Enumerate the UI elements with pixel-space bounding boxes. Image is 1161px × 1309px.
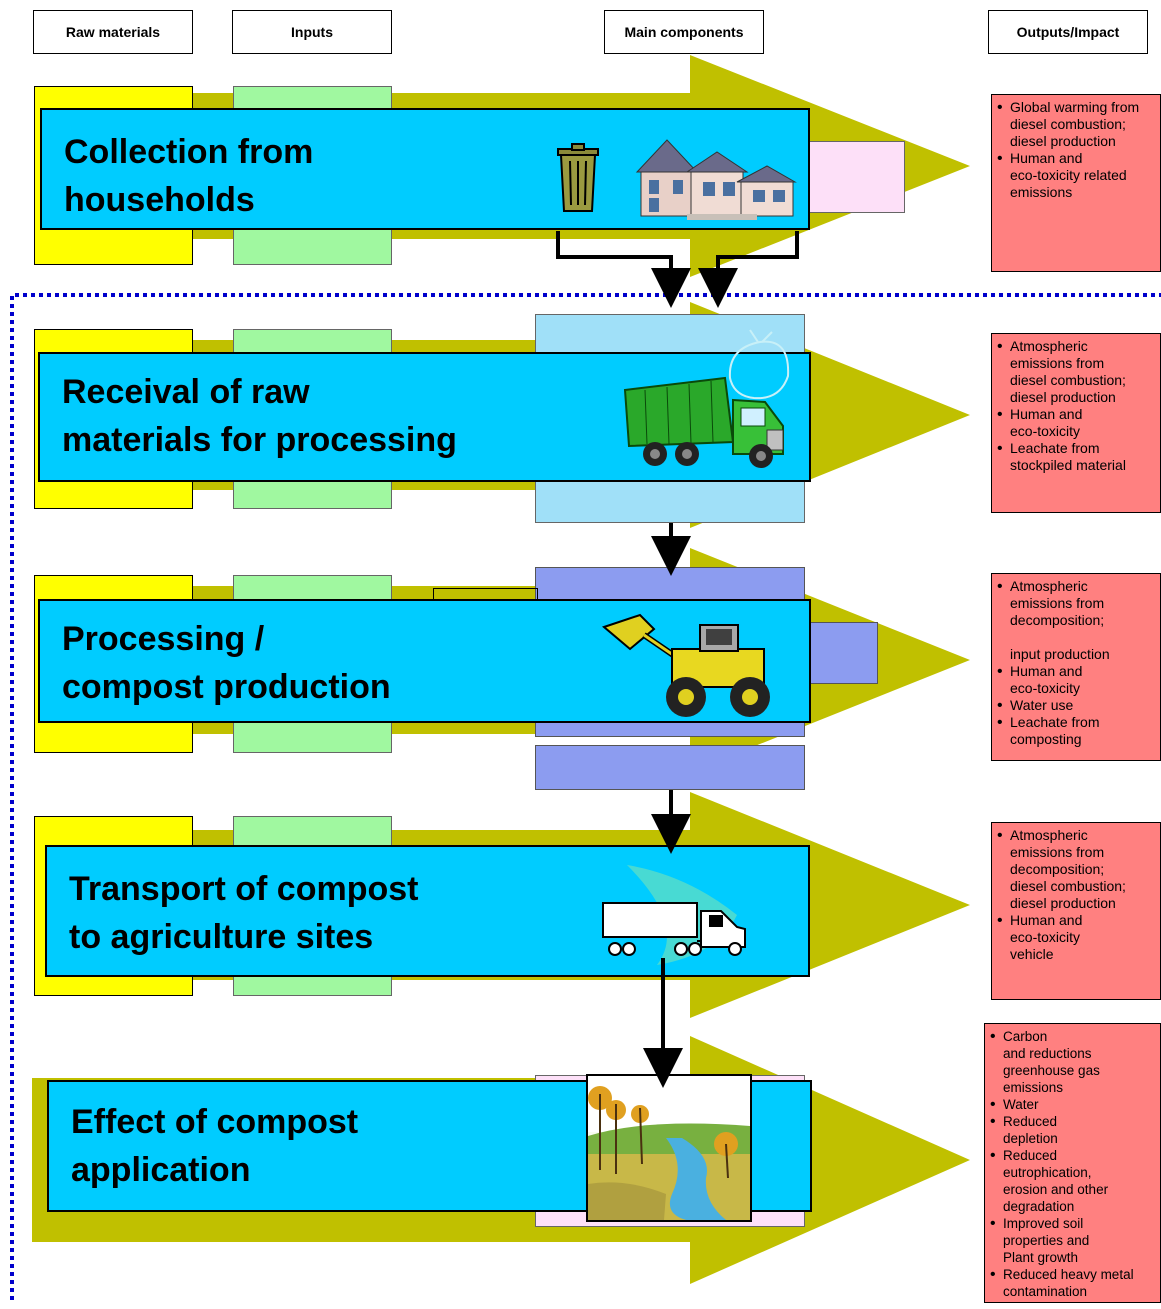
stage-title: Collection from households (64, 133, 314, 219)
house-icon (635, 139, 797, 220)
output-item: Human and eco-toxicity related emissions (997, 150, 1156, 201)
output-item: Human and eco-toxicity vehicle (997, 912, 1156, 963)
stage-processing: Processing / compost production (38, 599, 811, 723)
waste-bag-icon (728, 329, 790, 400)
outputs-box-1: Global warming from diesel combustion; d… (991, 94, 1161, 272)
output-item: Carbon and reductions greenhouse gas emi… (990, 1028, 1156, 1096)
output-item: Reduced heavy metal contamination (990, 1266, 1156, 1300)
stage-effect: Effect of compost application (47, 1074, 812, 1222)
component-box-1 (806, 141, 905, 213)
outputs-box-4: Atmospheric emissions from decomposition… (991, 822, 1161, 1000)
output-item: Global warming from diesel combustion; d… (997, 99, 1156, 150)
front-loader-icon (601, 613, 770, 717)
outputs-box-3: Atmospheric emissions from decomposition… (991, 573, 1161, 761)
stage-title: Transport of compost to agriculture site… (69, 870, 419, 956)
header-outputs: Outputs/Impact (988, 10, 1148, 54)
component-box-3b (806, 622, 878, 684)
outputs-box-5: Carbon and reductions greenhouse gas emi… (984, 1023, 1161, 1303)
output-item: Leachate from stockpiled material (997, 440, 1156, 474)
header-inputs: Inputs (232, 10, 392, 54)
stage-title: Effect of compost application (71, 1103, 359, 1189)
outputs-box-2: Atmospheric emissions from diesel combus… (991, 333, 1161, 513)
stage-title: Receival of raw materials for processing (62, 373, 457, 459)
component-box-3d (433, 588, 538, 602)
trash-can-icon (557, 143, 599, 212)
output-item: Human and eco-toxicity (997, 406, 1156, 440)
output-item: Atmospheric emissions from decomposition… (997, 827, 1156, 912)
system-boundary (10, 293, 1161, 1300)
header-main-components: Main components (604, 10, 764, 54)
component-box-3c (535, 745, 805, 790)
output-item: Water use (997, 697, 1156, 714)
landscape-icon (586, 1074, 752, 1222)
output-item: Improved soil properties and Plant growt… (990, 1215, 1156, 1266)
output-item: Reduced depletion (990, 1113, 1156, 1147)
stage-title: Processing / compost production (62, 620, 391, 706)
stage-transport: Transport of compost to agriculture site… (45, 845, 810, 977)
garbage-truck-icon (623, 376, 784, 468)
output-item: Atmospheric emissions from decomposition… (997, 578, 1156, 663)
stage-collection: Collection from households (40, 108, 810, 230)
output-item: Human and eco-toxicity (997, 663, 1156, 697)
output-item: Water (990, 1096, 1156, 1113)
stage-receival: Receival of raw materials for processing (38, 329, 811, 482)
output-item: Reduced eutrophication, erosion and othe… (990, 1147, 1156, 1215)
header-raw-materials: Raw materials (33, 10, 193, 54)
semi-truck-icon (602, 865, 746, 965)
output-item: Leachate from composting (997, 714, 1156, 748)
output-item: Atmospheric emissions from diesel combus… (997, 338, 1156, 406)
